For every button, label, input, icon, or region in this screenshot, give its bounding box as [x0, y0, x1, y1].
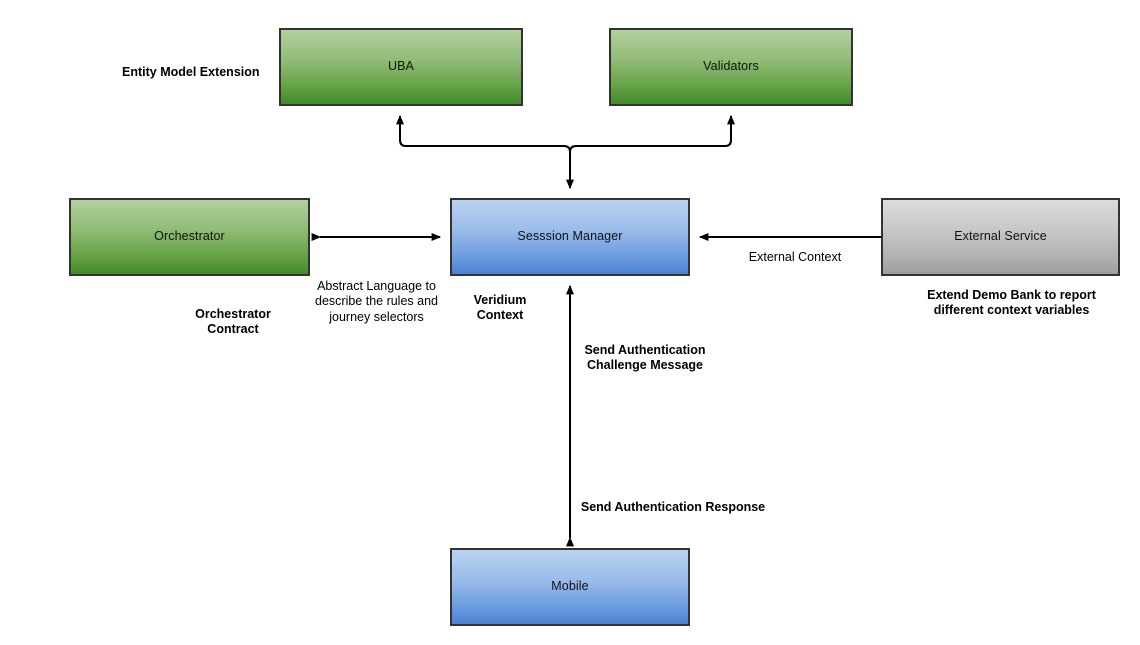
annotation-external-context: External Context [748, 250, 842, 264]
annotation-send-auth-response: Send Authentication Response [580, 500, 766, 514]
node-validators[interactable]: Validators [609, 28, 853, 106]
node-session-manager-label: Sesssion Manager [517, 229, 623, 244]
node-orchestrator[interactable]: Orchestrator [69, 198, 310, 276]
annotation-send-auth-challenge: Send Authentication Challenge Message [584, 343, 706, 373]
node-orchestrator-label: Orchestrator [154, 229, 225, 244]
node-uba[interactable]: UBA [279, 28, 523, 106]
connector-session-fork [396, 114, 735, 190]
node-uba-label: UBA [387, 59, 414, 74]
node-session-manager[interactable]: Sesssion Manager [450, 198, 690, 276]
annotation-veridium-context: Veridium Context [473, 293, 527, 323]
annotation-entity-model-extension: Entity Model Extension [122, 65, 260, 79]
annotation-abstract-language: Abstract Language to describe the rules … [315, 279, 438, 324]
node-validators-label: Validators [703, 59, 759, 74]
node-mobile-label: Mobile [551, 579, 589, 594]
node-mobile[interactable]: Mobile [450, 548, 690, 626]
node-external-service-label: External Service [954, 229, 1047, 244]
node-external-service[interactable]: External Service [881, 198, 1120, 276]
annotation-orchestrator-contract: Orchestrator Contract [195, 307, 271, 337]
annotation-extend-demo-bank: Extend Demo Bank to report different con… [927, 288, 1096, 318]
